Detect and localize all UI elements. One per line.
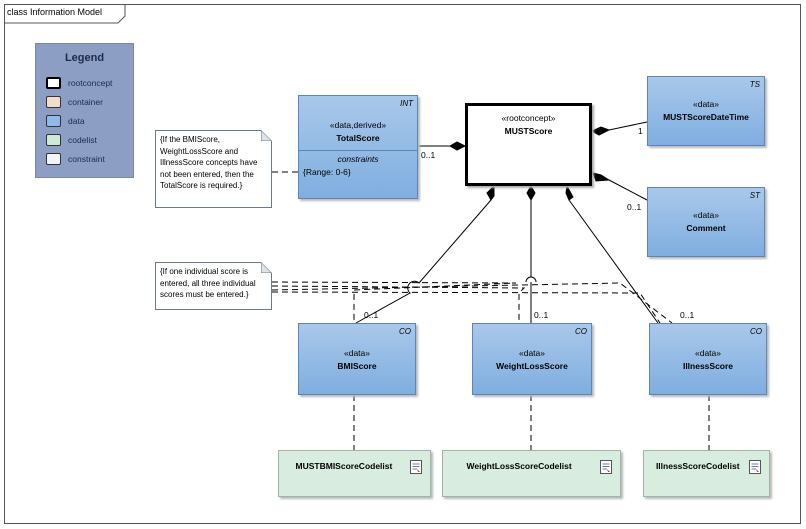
type-tag: ST [749,191,760,200]
stereotype-label: «data» [695,348,721,358]
codelist-must-bmi-score[interactable]: MUSTBMIScoreCodelist [278,450,431,497]
diamond-date-time [590,126,611,136]
multiplicity-bmi-score: 0..1 [364,310,379,320]
compartment-divider [299,150,417,151]
assoc-date-time [608,121,648,131]
multiplicity-weight-loss-score: 0..1 [534,310,549,320]
assoc-illness-score [568,199,659,324]
legend-swatch [46,134,61,146]
stereotype-label: «data» [519,348,545,358]
note-link-weight-loss-score [271,285,526,323]
multiplicity-date-time: 1 [638,126,643,136]
stereotype-label: «data» [693,210,719,220]
class-name: IllnessScore [682,361,734,371]
diamond-comment [592,172,611,182]
stereotype-label: «data,derived» [329,120,387,130]
constraint-value: {Range: 0-6} [303,167,351,177]
type-tag: CO [750,327,762,336]
stereotype-label: «data» [693,99,719,109]
class-must-score-date-time[interactable]: TS «data» MUSTScoreDateTime [647,76,765,146]
diamond-illness-score [565,184,574,201]
note-text: {If one individual score is entered, all… [160,267,256,299]
note-fold-icon [261,130,272,141]
codelist-name: MUSTBMIScoreCodelist [295,461,393,471]
legend-swatch [46,96,61,108]
multiplicity-illness-score: 0..1 [680,310,695,320]
class-weight-loss-score[interactable]: CO «data» WeightLossScore [472,323,592,395]
diamond-bmi-score [486,184,495,201]
codelist-name: WeightLossScoreCodelist [466,461,572,471]
class-name: WeightLossScore [496,361,568,371]
type-tag: CO [399,327,411,336]
class-name: MUSTScoreDateTime [663,112,749,122]
note-individual-score[interactable]: {If one individual score is entered, all… [155,262,272,310]
legend-title: Legend [64,52,105,64]
diamond-weight-loss-score [526,184,536,202]
class-must-score[interactable]: «rootconcept» MUSTScore [465,103,592,186]
legend-label: constraint [68,154,105,164]
multiplicity-total-score: 0..1 [421,150,436,160]
note-fold-icon [261,262,272,273]
type-tag: INT [400,99,413,108]
diamond-total-score [448,141,467,151]
legend-swatch [46,77,61,89]
codelist-document-icon [600,460,612,474]
class-bmi-score[interactable]: CO «data» BMIScore [298,323,416,395]
legend: Legend rootconcept container data codeli… [35,43,134,178]
assoc-comment [608,179,648,201]
note-link-bmi-score [271,281,517,323]
class-illness-score[interactable]: CO «data» IllnessScore [649,323,767,395]
note-total-score[interactable]: {If the BMIScore, WeightLossScore and Il… [155,130,272,208]
class-name: Comment [686,223,726,233]
hop-weight-loss [525,276,537,283]
diagram-title: class Information Model [7,7,103,17]
class-name: MUSTScore [504,126,553,136]
codelist-name: IllnessScoreCodelist [655,461,740,471]
legend-label: rootconcept [68,78,113,88]
codelist-weight-loss-score[interactable]: WeightLossScoreCodelist [442,450,621,497]
note-link-illness-score-2 [271,291,661,324]
diagram-frame [4,4,801,524]
type-tag: CO [575,327,587,336]
stereotype-label: «rootconcept» [501,113,556,123]
stereotype-label: «data» [344,348,370,358]
legend-swatch [46,115,61,127]
class-comment[interactable]: ST «data» Comment [647,187,765,257]
assoc-bmi-score [355,199,492,324]
type-tag: TS [749,80,760,89]
legend-swatch [46,153,61,165]
note-link-illness-score [271,282,673,324]
codelist-document-icon [749,460,761,474]
legend-label: container [68,97,103,107]
class-total-score[interactable]: INT «data,derived» TotalScore constraint… [298,95,418,199]
codelist-document-icon [410,460,422,474]
class-name: TotalScore [336,133,380,143]
class-name: BMIScore [337,361,377,371]
legend-label: codelist [68,135,97,145]
legend-label: data [68,116,85,126]
note-text: {If the BMIScore, WeightLossScore and Il… [160,135,258,190]
multiplicity-comment: 0..1 [627,202,642,212]
constraints-title: constraints [337,154,379,164]
codelist-illness-score[interactable]: IllnessScoreCodelist [643,450,770,497]
